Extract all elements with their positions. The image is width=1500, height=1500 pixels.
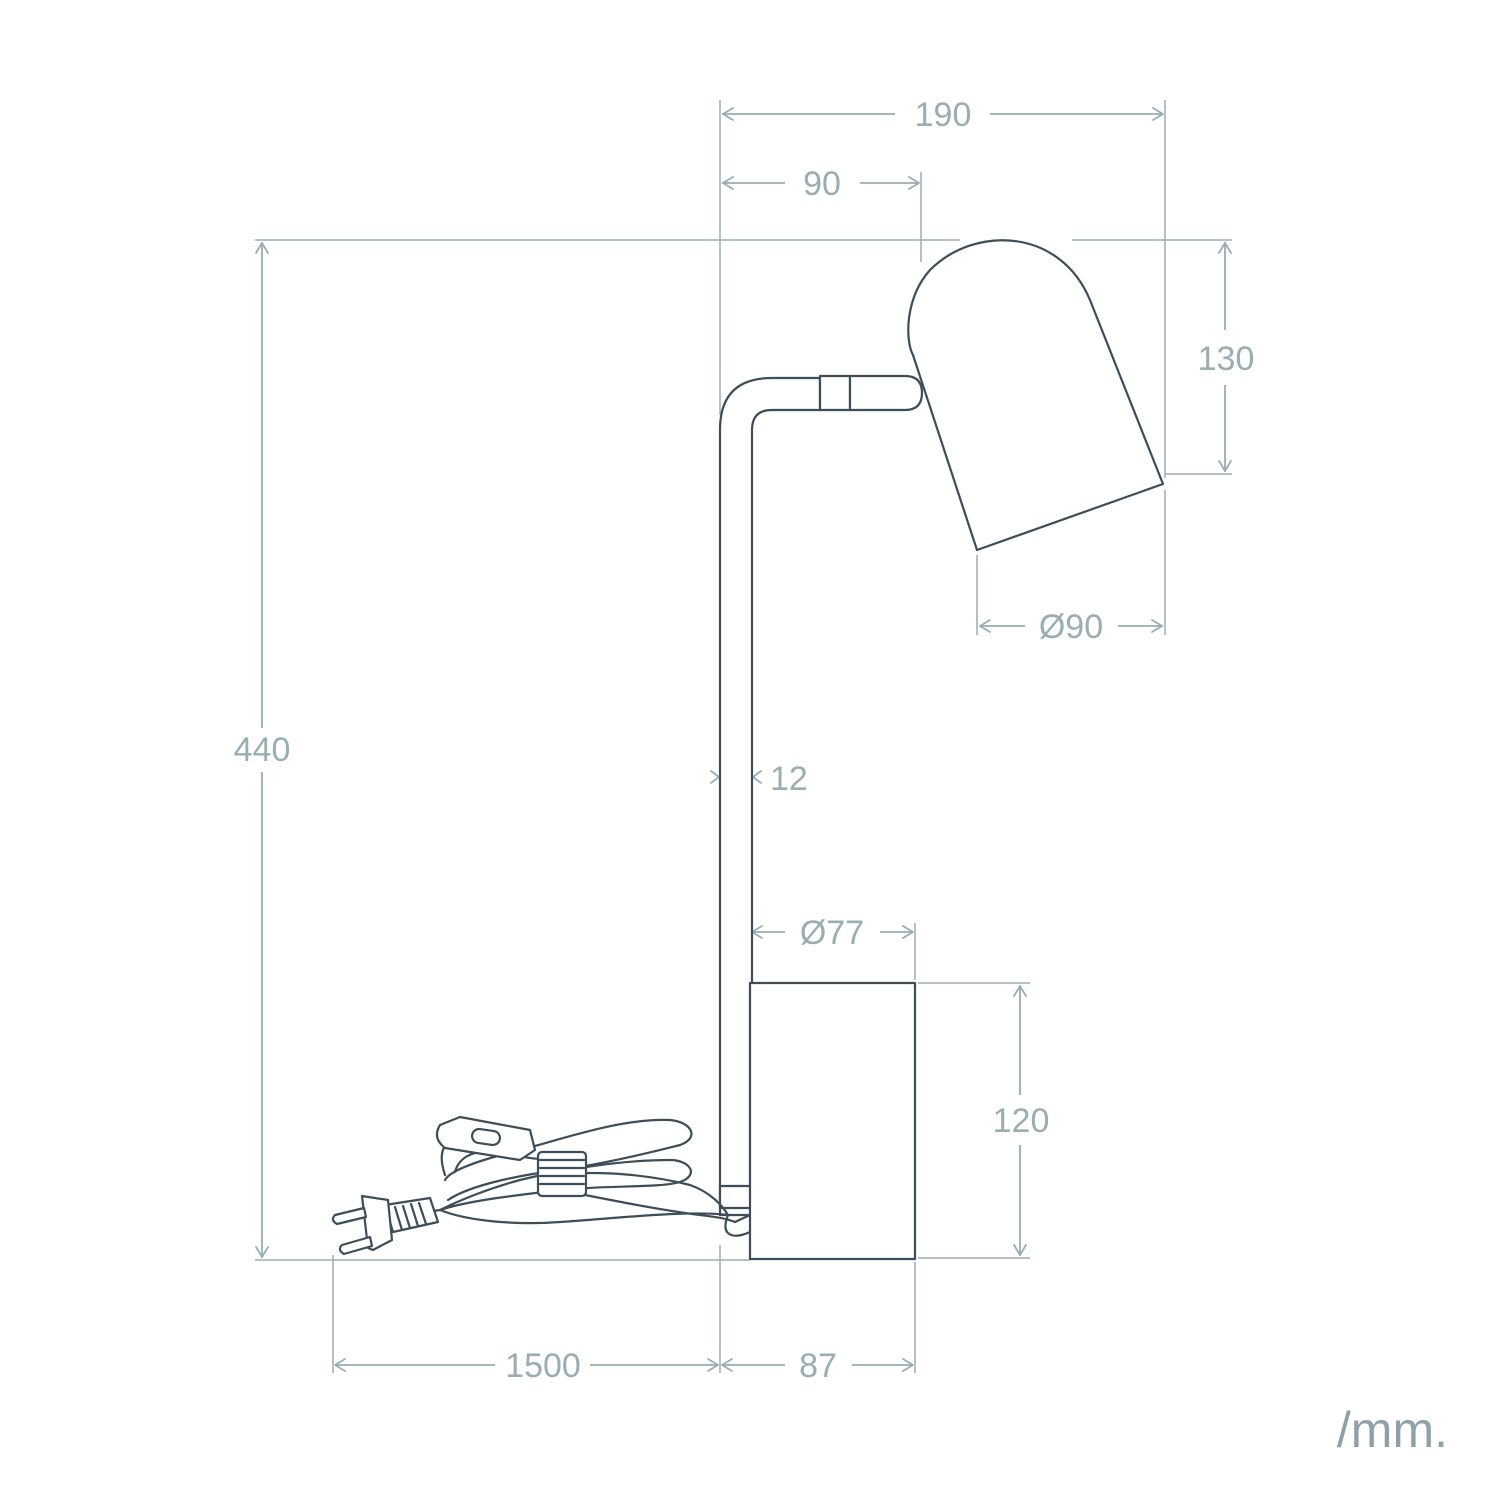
plug-pin-top [331,1206,368,1226]
arm-joint [818,374,852,412]
stem-collar [718,1184,754,1210]
lamp-shade [907,239,1165,552]
dim-shade-height: 130 [1198,340,1255,378]
lamp-base [748,981,917,1261]
switch-button [470,1127,502,1147]
dim-cable-length: 1500 [505,1347,581,1385]
arm-end [848,374,924,412]
power-plug [331,1194,442,1256]
extension-lines [255,100,1232,1373]
lamp-outline [331,239,1165,1261]
dim-shade-diameter: Ø90 [1039,608,1103,646]
cable-tie [536,1150,588,1198]
dim-arm-reach: 90 [803,165,841,203]
dim-stem-thickness: 12 [770,760,808,798]
dim-base-height: 120 [993,1102,1050,1140]
cable-to-base [724,1213,752,1237]
dim-base-diameter: Ø77 [800,914,864,952]
dim-base-width: 87 [799,1347,837,1385]
unit-label: /mm. [1337,1402,1448,1458]
dim-overall-height: 440 [234,731,291,769]
dimension-labels: 190 90 440 130 Ø90 12 Ø77 120 1500 87 [234,96,1255,1385]
dim-overall-width: 190 [915,96,972,134]
plug-pin-bottom [338,1235,374,1256]
dimension-lines [255,107,1232,1372]
cable-coil [435,1115,737,1225]
